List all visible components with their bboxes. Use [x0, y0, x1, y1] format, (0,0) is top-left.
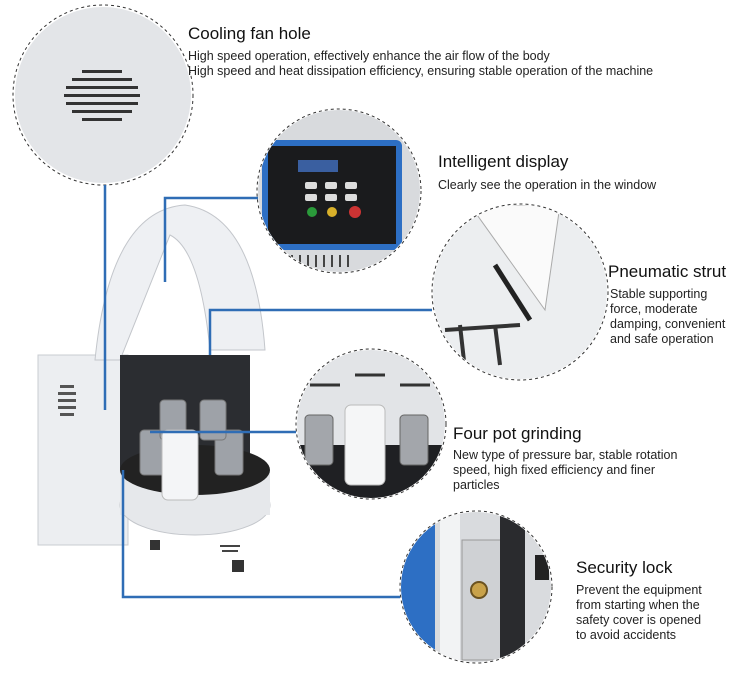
desc-line: New type of pressure bar, stable rotatio… [453, 448, 678, 462]
desc-line: particles [453, 478, 500, 492]
desc-line: and safe operation [610, 332, 714, 346]
feature-title-four-pot: Four pot grinding [453, 424, 582, 443]
desc-line: damping, convenient [610, 317, 726, 331]
desc-line: safety cover is opened [576, 613, 702, 627]
feature-desc-four-pot: New type of pressure bar, stable rotatio… [453, 448, 677, 493]
feature-desc-display: Clearly see the operation in the window [438, 178, 656, 193]
feature-title-display: Intelligent display [438, 152, 569, 171]
cooling-fan-zoom [15, 7, 191, 183]
desc-line: Prevent the equipment [576, 583, 702, 597]
feature-desc-pneumatic-strut: Stable supporting force, moderate dampin… [610, 287, 725, 347]
connector-lines [103, 185, 432, 599]
four-pot-zoom [297, 350, 445, 498]
feature-title-security-lock: Security lock [576, 558, 673, 577]
feature-desc-cooling-fan: High speed operation, effectively enhanc… [188, 49, 653, 79]
feature-title-cooling-fan: Cooling fan hole [188, 24, 311, 43]
desc-line: force, moderate [610, 302, 698, 316]
feature-title-pneumatic-strut: Pneumatic strut [608, 262, 727, 281]
desc-line: High speed and heat dissipation efficien… [188, 64, 654, 78]
desc-line: Clearly see the operation in the window [438, 178, 657, 192]
desc-line: Stable supporting [610, 287, 708, 301]
security-lock-zoom [401, 512, 551, 662]
desc-line: from starting when the [576, 598, 700, 612]
ball-mill-machine [37, 204, 271, 572]
display-panel-zoom [258, 110, 420, 272]
desc-line: High speed operation, effectively enhanc… [188, 49, 550, 63]
feature-desc-security-lock: Prevent the equipment from starting when… [576, 583, 702, 643]
desc-line: to avoid accidents [576, 628, 677, 642]
desc-line: speed, high fixed efficiency and finer [453, 463, 655, 477]
pneumatic-strut-zoom [433, 205, 607, 379]
